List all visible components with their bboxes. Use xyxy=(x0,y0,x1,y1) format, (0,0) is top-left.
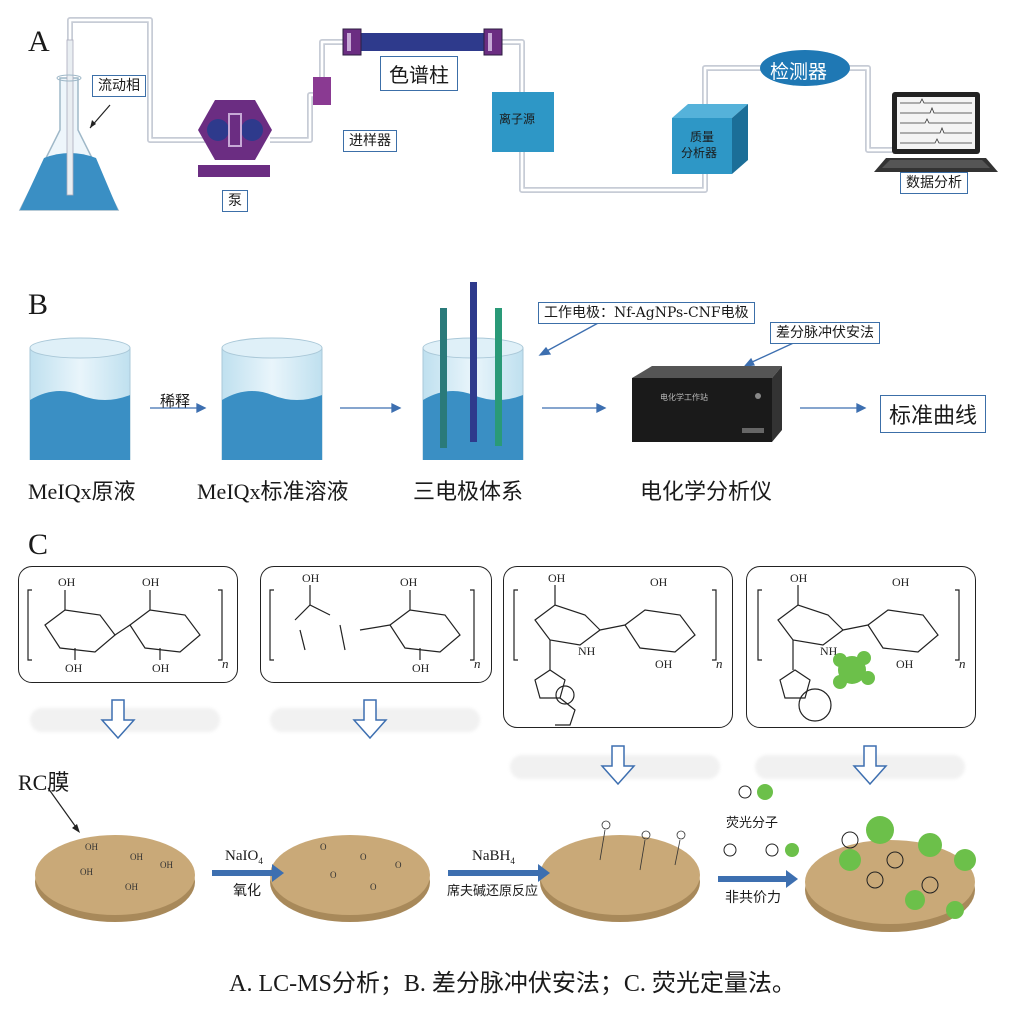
figure-caption: A. LC-MS分析；B. 差分脉冲伏安法；C. 荧光定量法。 xyxy=(229,971,796,997)
svg-text:OH: OH xyxy=(655,657,673,671)
tubing-analyzer-detector xyxy=(702,65,762,110)
panel-b-letter: B xyxy=(28,288,49,321)
beaker-stock xyxy=(29,337,131,460)
electrode-reference xyxy=(440,308,447,448)
svg-text:OH: OH xyxy=(85,842,98,852)
detector-ellipse xyxy=(760,50,850,86)
ion-source-box xyxy=(492,92,554,152)
svg-text:OH: OH xyxy=(790,571,808,585)
repeat-n-1: n xyxy=(222,656,229,671)
structure-box-cellulose xyxy=(18,566,238,683)
svg-text:NH: NH xyxy=(578,644,596,658)
standard-solution-label: MeIQx标准溶液 xyxy=(197,479,349,504)
repeat-n-2: n xyxy=(474,656,481,671)
beaker-three-electrode xyxy=(422,282,524,460)
svg-text:OH: OH xyxy=(896,657,914,671)
svg-text:OH: OH xyxy=(160,860,173,870)
panel-c-letter: C xyxy=(28,528,49,561)
tubing-column-ionsource xyxy=(500,39,525,92)
repeat-n-4: n xyxy=(959,656,966,671)
computer-icon xyxy=(874,92,998,172)
flask-mobile-phase xyxy=(18,39,120,211)
svg-text:O: O xyxy=(320,842,327,852)
membrane-1: OH OH OH OH OH xyxy=(35,835,195,922)
step2-top-label: NaBH4 xyxy=(472,848,515,866)
electrode-working xyxy=(470,282,477,442)
step3-bottom-label: 非共价力 xyxy=(725,890,781,906)
membrane-4 xyxy=(805,816,976,932)
down-arrows xyxy=(100,699,888,786)
mass-analyzer-label-line1: 质量 xyxy=(690,130,715,144)
injector-label: 进样器 xyxy=(343,130,397,152)
panel-a-diagram xyxy=(18,17,998,211)
mass-analyzer-box xyxy=(672,104,748,174)
data-analysis-label: 数据分析 xyxy=(900,172,968,194)
mass-analyzer-label-line2: 分析器 xyxy=(681,146,718,160)
repeat-n-3: n xyxy=(716,656,723,671)
stock-solution-label: MeIQx原液 xyxy=(28,479,136,504)
dilute-label: 稀释 xyxy=(160,392,191,410)
structure-box-fluorescent xyxy=(746,566,976,728)
svg-text:电化学工作站: 电化学工作站 xyxy=(660,392,708,402)
analyzer-label: 电化学分析仪 xyxy=(640,479,773,504)
beaker-standard xyxy=(221,337,323,460)
pump-icon xyxy=(198,100,272,177)
panel-a-letter: A xyxy=(28,25,50,58)
svg-text:OH: OH xyxy=(142,575,160,589)
svg-text:NH: NH xyxy=(820,644,838,658)
step-arrows xyxy=(212,864,798,888)
svg-text:OH: OH xyxy=(650,575,668,589)
dpv-label: 差分脉冲伏安法 xyxy=(770,322,880,344)
fluor-molecules xyxy=(723,784,799,857)
svg-text:OH: OH xyxy=(892,575,910,589)
standard-curve-label: 标准曲线 xyxy=(880,395,987,433)
step2-bottom-label: 席夫碱还原反应 xyxy=(447,884,539,899)
mobile-phase-label: 流动相 xyxy=(92,75,146,97)
step3-top-label: 荧光分子 xyxy=(726,816,779,831)
ion-source-label: 离子源 xyxy=(499,112,536,126)
svg-text:OH: OH xyxy=(400,575,418,589)
membrane-3 xyxy=(540,820,700,922)
step1-top-label: NaIO4 xyxy=(225,848,263,866)
three-electrode-label: 三电极体系 xyxy=(413,479,524,504)
structure-box-aldehyde xyxy=(260,566,492,683)
working-electrode-label: 工作电极：Nf-AgNPs-CNF电极 xyxy=(538,302,755,324)
svg-text:O: O xyxy=(395,860,402,870)
detector-label: 检测器 xyxy=(770,61,828,83)
svg-text:OH: OH xyxy=(125,882,138,892)
molecule-structures xyxy=(27,585,960,726)
svg-text:OH: OH xyxy=(152,661,170,675)
tubing-detector-computer xyxy=(848,65,892,153)
svg-text:OH: OH xyxy=(130,852,143,862)
svg-text:OH: OH xyxy=(412,661,430,675)
fluorescent-blob-icon xyxy=(833,651,875,689)
svg-text:O: O xyxy=(330,870,337,880)
svg-text:O: O xyxy=(370,882,377,892)
structure-box-schiff-base xyxy=(503,566,733,728)
svg-text:OH: OH xyxy=(65,661,83,675)
svg-text:OH: OH xyxy=(80,867,93,877)
svg-text:OH: OH xyxy=(548,571,566,585)
svg-text:OH: OH xyxy=(58,575,76,589)
column-icon xyxy=(342,28,503,56)
electrode-counter xyxy=(495,308,502,446)
membrane-2: O O O O O xyxy=(270,835,430,922)
rc-membrane-label: RC膜 xyxy=(18,770,70,795)
pump-label: 泵 xyxy=(222,190,248,212)
electrochemical-analyzer: 电化学工作站 xyxy=(632,366,782,442)
step1-bottom-label: 氧化 xyxy=(233,883,261,899)
svg-text:O: O xyxy=(360,852,367,862)
panel-b-diagram: 电化学工作站 xyxy=(29,282,867,460)
column-label: 色谱柱 xyxy=(380,56,458,91)
injector-icon xyxy=(313,77,331,105)
svg-text:OH: OH xyxy=(302,571,320,585)
